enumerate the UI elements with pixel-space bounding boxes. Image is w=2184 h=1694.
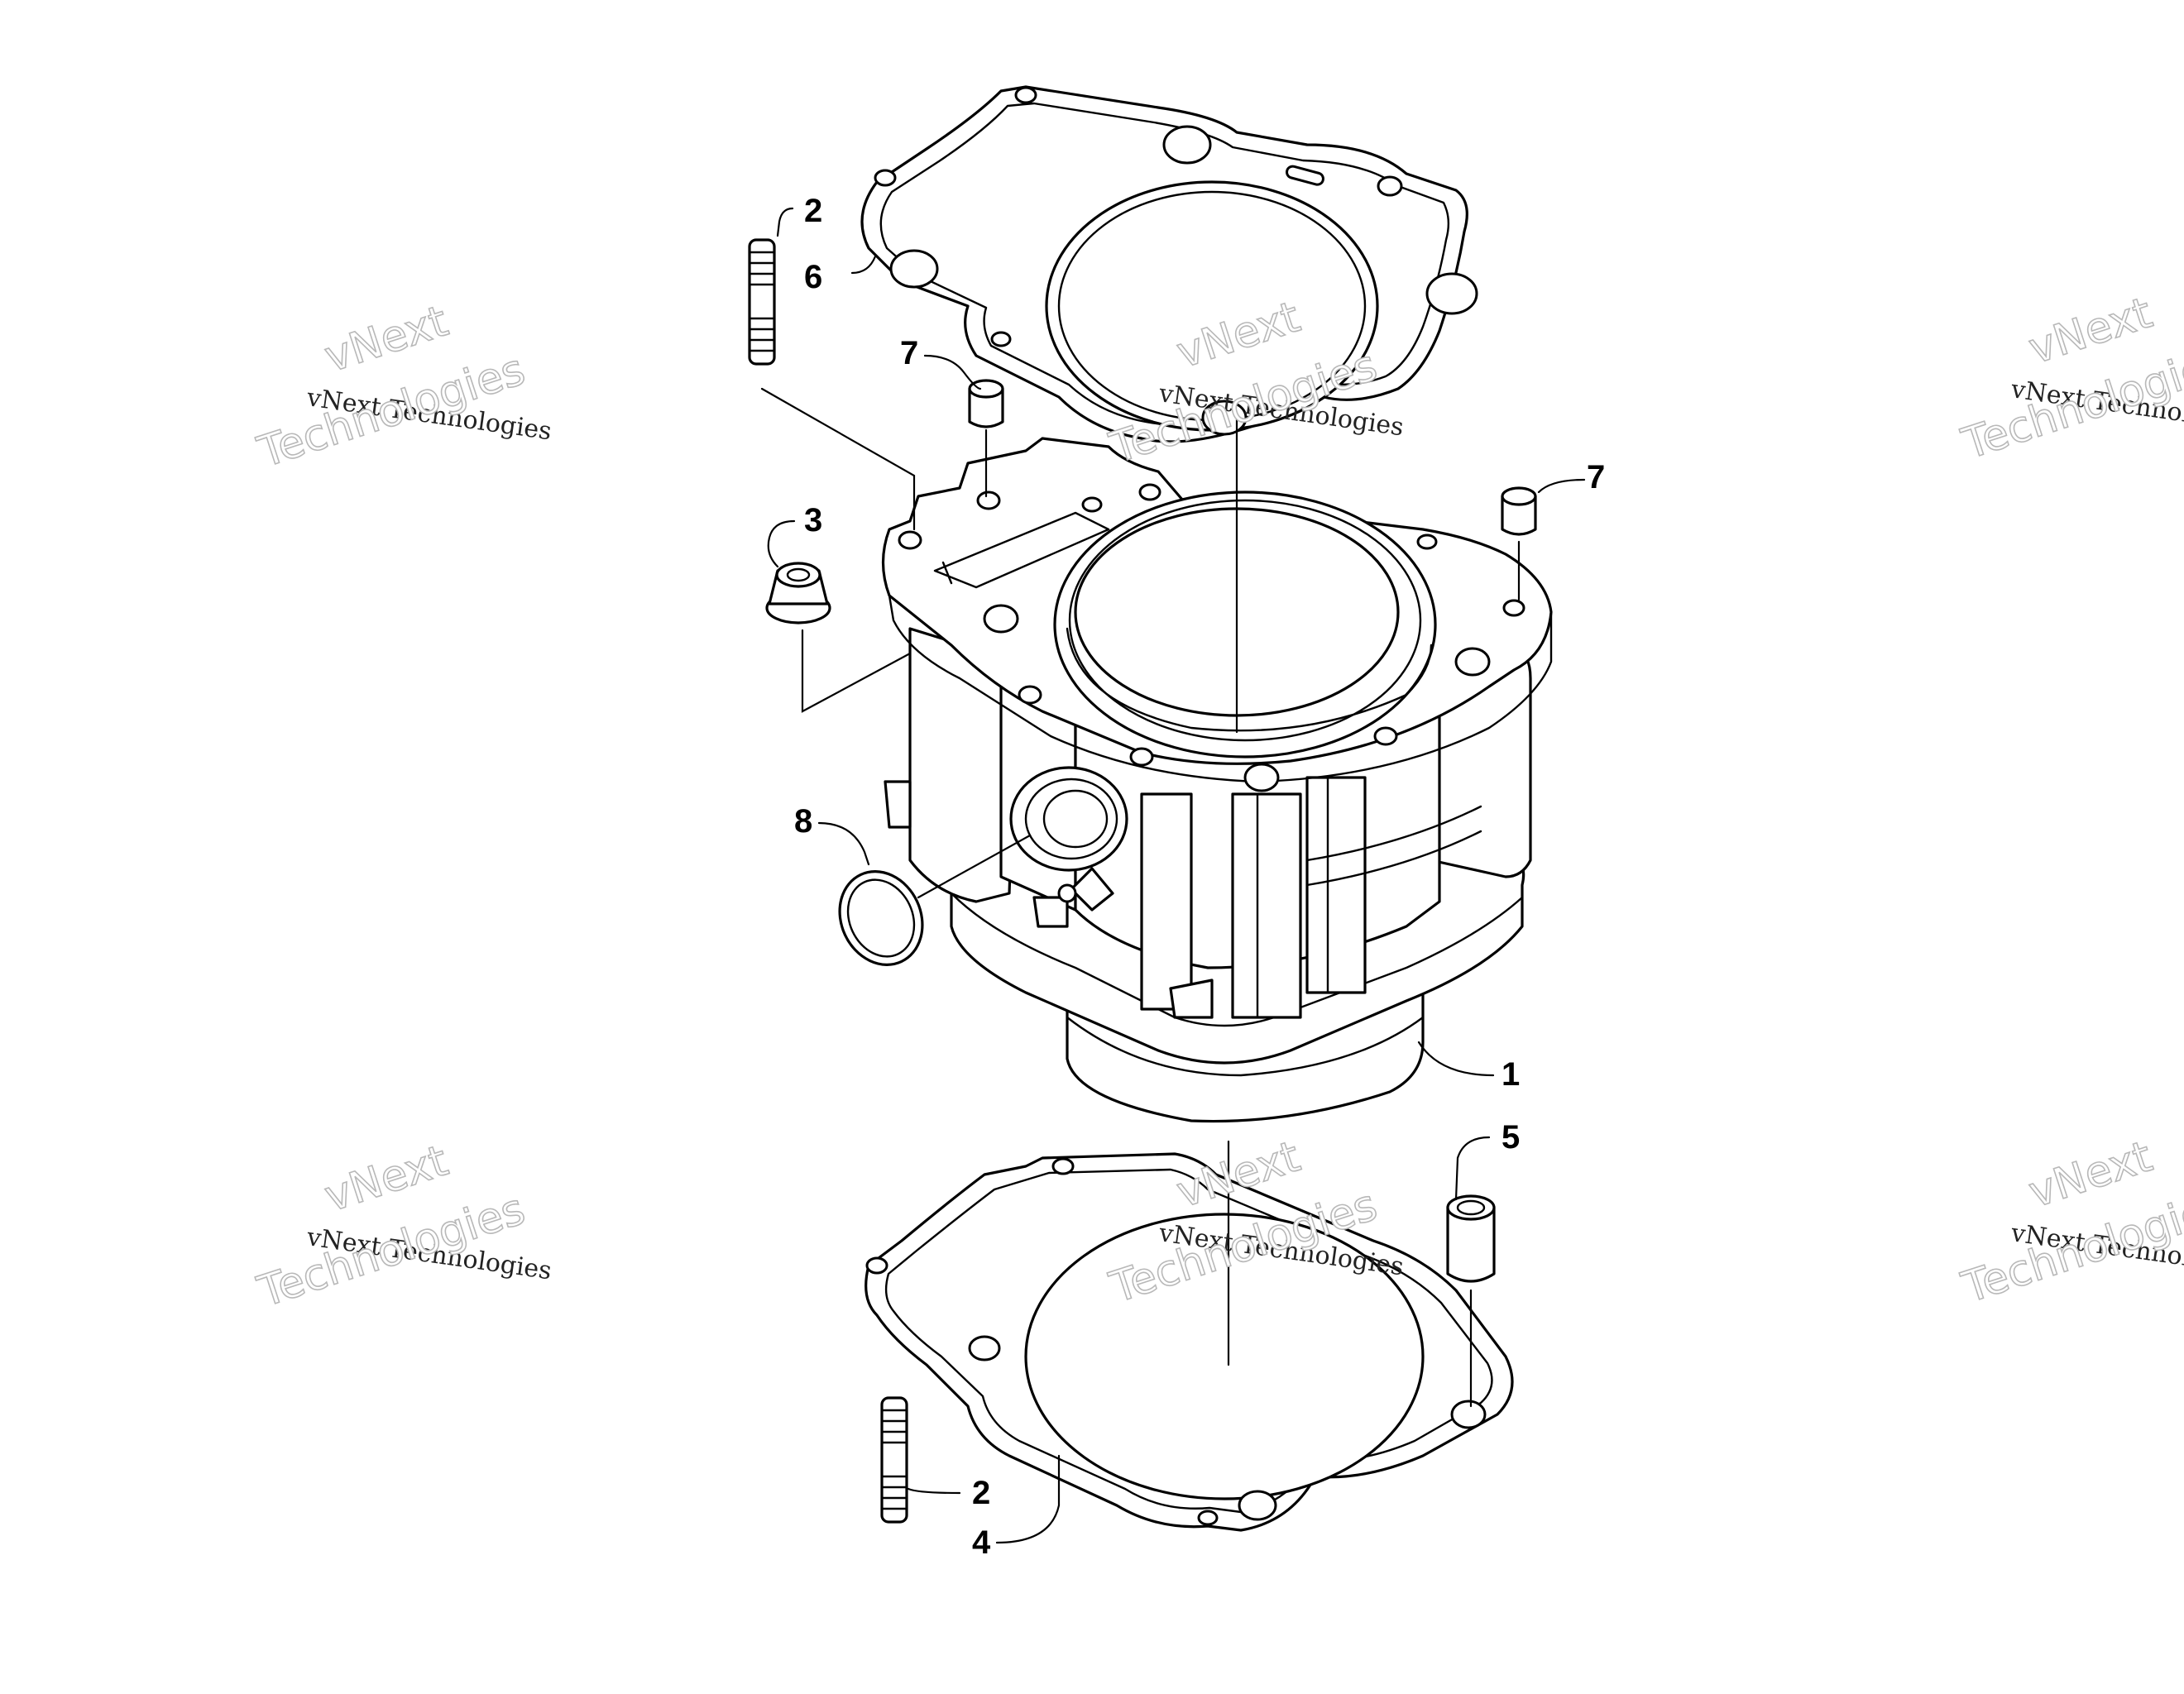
callout-7-left: 7	[900, 335, 918, 371]
callout-labels: 2 6 7 7 3 8 1 5 2 4	[794, 193, 1605, 1561]
callout-2-top: 2	[804, 193, 822, 229]
callout-7-right: 7	[1587, 459, 1605, 495]
watermark-top-left: vNext vNext Technologies Technologies	[251, 296, 553, 479]
watermark-big-1: vNext	[2023, 1132, 2158, 1218]
callout-4: 4	[972, 1524, 991, 1561]
head-gasket	[860, 85, 1478, 443]
dowel-sleeve	[1446, 1194, 1496, 1283]
watermark-big-1: vNext	[2023, 288, 2158, 374]
dowel-pin-left	[968, 379, 1004, 428]
watermark-big-1: vNext	[318, 1136, 453, 1222]
flange-nut	[765, 562, 831, 624]
watermark-bottom-left: vNext vNext Technologies Technologies	[251, 1136, 553, 1318]
callout-2-bottom: 2	[972, 1475, 990, 1511]
cylinder-body	[881, 437, 1553, 1123]
watermark-big-1: vNext	[318, 296, 453, 382]
watermark-bottom-right: vNext vNext Technologies Technologies	[1956, 1132, 2184, 1314]
callout-5: 5	[1502, 1119, 1520, 1156]
leader-lines	[760, 207, 1586, 1544]
stud-top	[748, 238, 776, 366]
o-ring	[838, 870, 924, 966]
stud-bottom	[880, 1396, 908, 1524]
base-gasket	[864, 1152, 1514, 1532]
callout-1: 1	[1502, 1056, 1520, 1093]
callout-3: 3	[804, 502, 822, 538]
dowel-pin-right	[1501, 486, 1537, 536]
watermark-top-right: vNext vNext Technologies Technologies	[1956, 288, 2184, 471]
callout-6: 6	[804, 259, 822, 295]
callout-8: 8	[794, 803, 812, 840]
